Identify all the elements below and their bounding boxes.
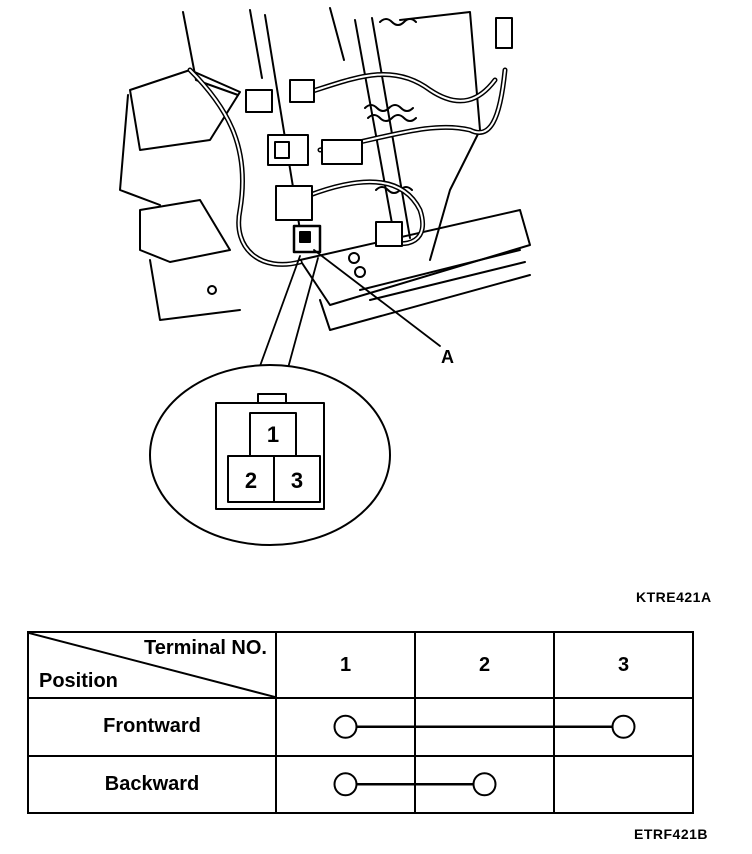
callout-label-a: A	[441, 347, 454, 367]
terminal-header-1: 1	[275, 631, 416, 699]
terminal-continuity-table: Terminal NO. Position 1 2 3 Frontward Ba…	[27, 631, 694, 814]
cell-r0-t1	[275, 697, 416, 757]
terminal-header-2: 2	[414, 631, 555, 699]
row-label-frontward: Frontward	[27, 697, 277, 757]
cell-r1-t2	[414, 754, 555, 814]
table-row: Backward	[27, 754, 694, 814]
connector-pin-2: 2	[245, 468, 257, 493]
diagonal-line	[29, 633, 275, 697]
header-diagonal-cell: Terminal NO. Position	[27, 631, 277, 699]
seat-switch-illustration: A 1 2 3	[119, 7, 531, 546]
connector-pin-3: 3	[291, 468, 303, 493]
row-label-backward: Backward	[27, 754, 277, 814]
cell-r0-t3	[553, 697, 694, 757]
figure-code-illustration: KTRE421A	[636, 589, 712, 605]
cell-r1-t3	[553, 754, 694, 814]
table-row: Frontward	[27, 697, 694, 757]
terminal-header-3: 3	[553, 631, 694, 699]
header-terminal-no: Terminal NO.	[144, 637, 267, 659]
table-header-row: Terminal NO. Position 1 2 3	[27, 631, 694, 699]
cell-r0-t2	[414, 697, 555, 757]
cell-r1-t1	[275, 754, 416, 814]
connector-pin-1: 1	[267, 422, 279, 447]
header-position: Position	[39, 670, 118, 692]
figure-code-table: ETRF421B	[634, 826, 709, 842]
